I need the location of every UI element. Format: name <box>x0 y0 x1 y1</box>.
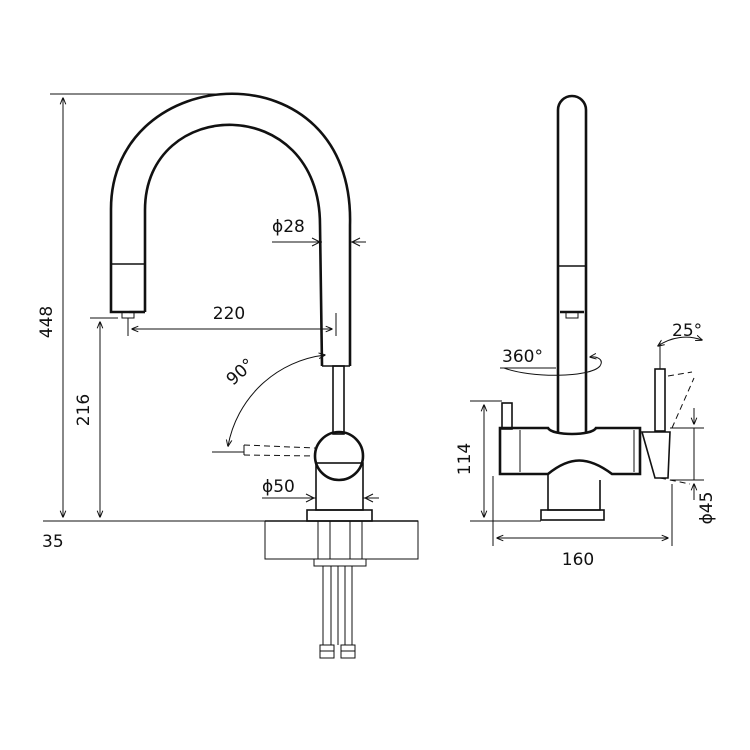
dim-side-body-height: 114 <box>455 400 541 522</box>
dim-mount-thickness-label: 35 <box>42 532 64 552</box>
dim-spout-reach: 220 <box>127 304 337 336</box>
spout <box>109 92 352 367</box>
faucet-base <box>306 462 373 522</box>
side-body <box>498 402 642 521</box>
dim-side-body-width-label: 160 <box>562 550 594 570</box>
dim-body-diameter: ϕ50 <box>262 477 379 503</box>
dim-body-diameter-label: ϕ50 <box>262 477 295 497</box>
dim-side-lever-diameter: ϕ45 <box>670 408 717 524</box>
side-spout <box>556 94 588 432</box>
countertop <box>264 520 419 560</box>
dim-lever-rotation: 90° <box>212 355 325 453</box>
dim-side-body-height-label: 114 <box>455 443 475 475</box>
side-view: 360° 25° 114 <box>455 94 717 570</box>
dim-total-height: 448 <box>37 93 265 522</box>
dim-spout-diameter: ϕ28 <box>272 217 366 247</box>
dim-outlet-height-label: 216 <box>74 394 94 426</box>
dim-side-lever-angle-label: 25° <box>672 321 702 341</box>
dim-side-lever-angle: 25° <box>658 321 702 369</box>
front-view: 448 216 35 220 ϕ28 90° <box>37 92 419 659</box>
dim-outlet-height: 216 <box>74 317 118 517</box>
dim-lever-rotation-label: 90° <box>223 355 259 390</box>
dim-spout-diameter-label: ϕ28 <box>272 217 305 237</box>
dim-side-body-width: 160 <box>492 476 673 570</box>
dim-spout-reach-label: 220 <box>213 304 245 324</box>
dim-spout-swivel-label: 360° <box>502 347 543 367</box>
dim-side-lever-diameter-label: ϕ45 <box>697 492 717 525</box>
mounting-shank <box>313 520 367 567</box>
dim-total-height-label: 448 <box>37 306 57 338</box>
dim-spout-swivel: 360° <box>500 347 602 376</box>
supply-hoses <box>319 566 356 659</box>
side-lever <box>640 368 695 485</box>
